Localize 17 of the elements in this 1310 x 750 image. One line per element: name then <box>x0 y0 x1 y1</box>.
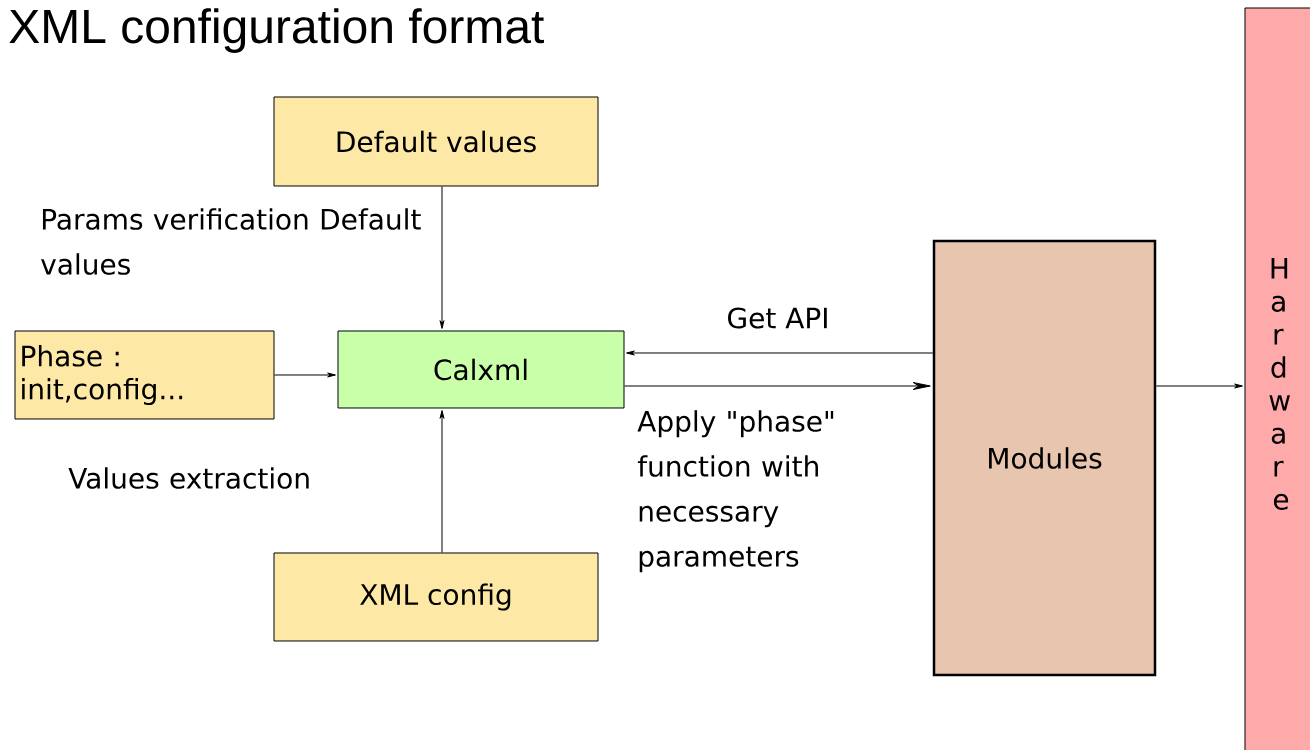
edge-label: Values extraction <box>68 467 309 489</box>
edge-label: Get API <box>728 307 827 329</box>
source-box: XML config <box>273 552 599 642</box>
hardware-bar: Hardware <box>1244 7 1310 750</box>
arrow <box>626 350 934 356</box>
input-box: Phase : init,config... <box>14 330 275 420</box>
arrow <box>439 410 445 553</box>
edge-label: Params verification Default values <box>41 208 421 275</box>
process-box: Calxml <box>337 330 625 409</box>
arrow <box>624 382 931 390</box>
edge-label: Apply "phase" function with necessary parameters <box>637 410 834 573</box>
arrow <box>1155 383 1243 389</box>
arrow <box>274 372 336 378</box>
arrow <box>439 186 445 329</box>
module-box: Modules <box>932 239 1157 677</box>
title: XML configuration format <box>9 8 544 53</box>
source-box: Default values <box>273 96 599 187</box>
